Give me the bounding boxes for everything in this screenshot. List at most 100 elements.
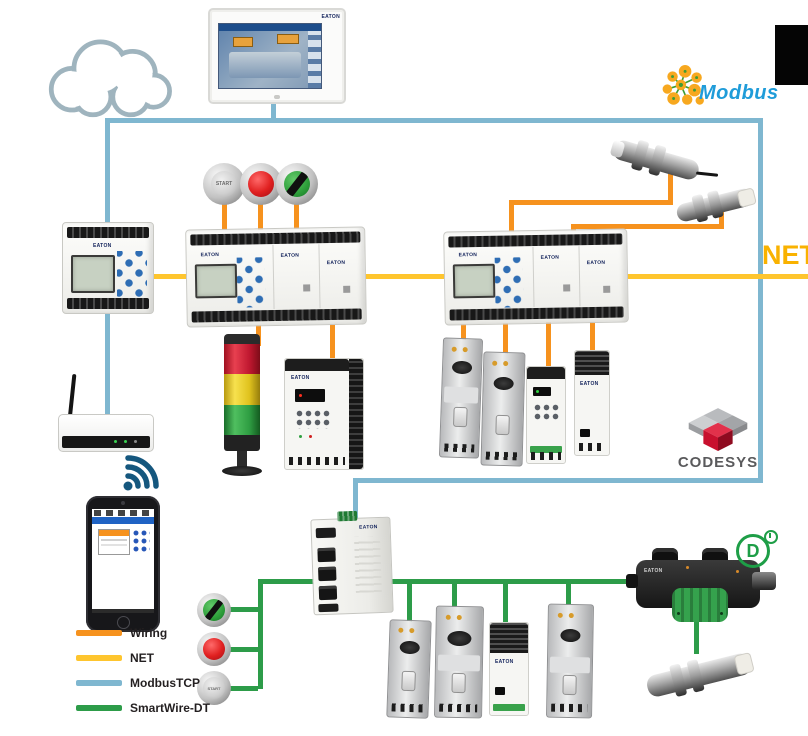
- vfd-brand-label: EATON: [291, 375, 310, 381]
- t-connector-green-clamp: [672, 588, 728, 622]
- starter-indicator-lights: [492, 360, 498, 366]
- starter-rotary-knob: [493, 376, 514, 391]
- gateway-block-top: [315, 527, 336, 539]
- tower-stem: [237, 451, 247, 468]
- smartwire-drive-drop-4: [566, 579, 571, 613]
- legend-row-wiring: Wiring: [76, 626, 210, 640]
- hmi-status-badge: [277, 34, 299, 44]
- router-led: [134, 440, 137, 443]
- plc-right-easyE4-assembly: EATON EATON EATON: [443, 228, 629, 326]
- smartwire-drive-drop-3: [503, 579, 508, 629]
- vfd-run-led: [299, 435, 302, 438]
- green-selector-button: [276, 163, 318, 205]
- module-divider: [318, 244, 321, 309]
- smartwire-btn-link-2: [230, 647, 258, 652]
- plc-lcd-display: [452, 263, 496, 299]
- sensor-nut: [648, 144, 667, 177]
- sensor-tip: [609, 139, 626, 159]
- starter-rotary-knob: [399, 640, 420, 655]
- codesys-logo: CODESYS: [672, 406, 764, 472]
- modbustcp-line-hmi-drop: [271, 96, 276, 120]
- hmi-bottom-dot: [274, 95, 280, 99]
- drive-terminals: [579, 443, 605, 451]
- t-connector-screw: [736, 570, 739, 573]
- modbustcp-line-main: [105, 118, 763, 123]
- sensor-nut: [668, 663, 688, 698]
- vfd-top-strip: [285, 359, 349, 371]
- t-connector-screw: [686, 566, 689, 569]
- sensor-cap: [733, 651, 755, 676]
- terminal-strip-bottom: [191, 308, 362, 323]
- wiring-starter-drop-3: [546, 316, 551, 374]
- smartwire-line-main: [258, 579, 775, 584]
- legend-row-net: NET: [76, 651, 210, 665]
- hmi-screen-sidebar: [308, 31, 321, 88]
- hmi-machine-graphic: [229, 52, 301, 78]
- legend: Wiring NET ModbusTCP SmartWire-DT: [76, 626, 210, 726]
- drive-vent-fins: [575, 351, 609, 375]
- app-keypad: [132, 529, 150, 553]
- clamp-screw: [677, 612, 680, 615]
- phone-screen: [92, 509, 154, 613]
- vfd-drive-1: EATON: [284, 358, 364, 470]
- slim-drive-2: EATON: [489, 622, 529, 716]
- vfd-display: [295, 389, 325, 402]
- selector-lever: [203, 599, 225, 621]
- vfd-display-led: [299, 394, 302, 397]
- start-pushbutton-label: START: [215, 181, 233, 187]
- terminal-strip-top: [190, 231, 361, 246]
- smartwire-btn-link-3: [230, 686, 258, 691]
- starter-terminals: [485, 451, 518, 461]
- hmi-panel: EATON: [208, 8, 346, 104]
- expansion-brand-label: EATON: [280, 252, 300, 259]
- t-connector-left-stub: [626, 574, 638, 588]
- swd-t-connector: EATON: [626, 548, 776, 624]
- starter-toggle: [401, 670, 416, 692]
- hmi-screen: [218, 23, 322, 89]
- router-front-panel: [62, 436, 150, 448]
- starter-rotary-knob: [560, 628, 581, 643]
- expansion-brand-label: EATON: [540, 254, 560, 261]
- starter-mid-band: [437, 654, 481, 672]
- legend-swatch-modbustcp: [76, 680, 122, 686]
- codesys-logo-text: CODESYS: [677, 454, 759, 471]
- modbus-logo: Modbus: [660, 65, 780, 110]
- sensor-body: [644, 651, 755, 699]
- starter-indicator-lights: [398, 627, 404, 633]
- plc-buttons: [494, 257, 524, 308]
- terminal-strip-bottom: [449, 306, 624, 321]
- qr-mark: [563, 284, 571, 292]
- module-divider: [532, 247, 535, 308]
- wireless-router: [58, 414, 154, 452]
- motor-starter-5: [546, 603, 594, 719]
- vfd-green-terminal: [530, 446, 562, 453]
- motor-starter-2: [480, 351, 526, 467]
- hmi-alarm-badge: [233, 37, 253, 47]
- sensor-body: [609, 138, 719, 182]
- drive-brand-label: EATON: [495, 659, 514, 665]
- sensor-nut: [630, 139, 650, 172]
- vfd-drive-2: [526, 366, 566, 464]
- start-pushbutton-face: START: [210, 170, 238, 198]
- starter-rotary-knob: [447, 630, 472, 647]
- gateway-ethernet-port: [318, 566, 337, 582]
- gateway-ethernet-port: [317, 547, 336, 563]
- starter-indicator-lights: [445, 614, 451, 620]
- modbus-cluster-icon: [662, 65, 704, 105]
- vfd-keypad: [533, 403, 559, 421]
- sensor-nut: [691, 193, 709, 223]
- starter-indicator-lights: [451, 346, 457, 352]
- plc-brand-label: EATON: [458, 252, 478, 259]
- legend-row-modbustcp: ModbusTCP: [76, 676, 210, 690]
- starter-indicator-lights: [557, 612, 563, 618]
- drive-port: [495, 687, 505, 695]
- starter-terminals: [391, 703, 424, 713]
- gateway-ethernet-port: [318, 585, 338, 601]
- modbustcp-line-lower: [355, 478, 763, 483]
- vfd-display: [533, 387, 551, 396]
- wiring-sensor2-v2: [719, 205, 724, 229]
- app-window-header: [99, 530, 129, 536]
- modbustcp-line-gateway-drop: [353, 478, 358, 524]
- d-logo-circle: D: [736, 534, 770, 568]
- plc-buttons: [236, 257, 266, 308]
